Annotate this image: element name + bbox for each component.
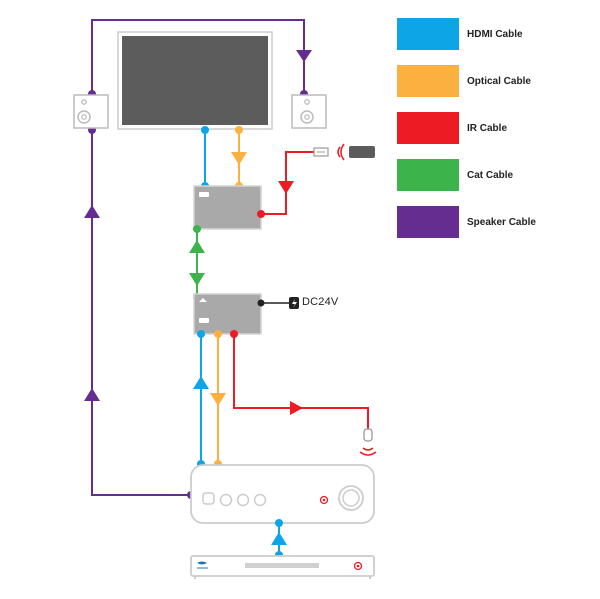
legend-swatch-speaker [397,206,459,238]
hdmi-cable-bluray [271,519,287,559]
legend-swatch-hdmi [397,18,459,50]
speaker-right-icon [291,94,327,129]
power-cable [257,299,289,307]
transmitter-box [193,185,262,230]
legend-item-hdmi: HDMI Cable [397,18,523,50]
av-receiver-icon [190,464,375,524]
ir-cable-top [257,151,314,218]
optical-cable-bottom [210,330,226,468]
tv-icon [117,31,273,130]
bluray-player-icon [190,555,375,579]
legend-label-cat: Cat Cable [467,169,514,181]
receiver-box [193,293,262,335]
power-label: DC24V [302,296,339,308]
legend-label-speaker: Speaker Cable [467,216,536,228]
speaker-cable-arrows [84,50,312,401]
power-supply-icon [289,297,299,309]
legend-item-cat: Cat Cable [397,159,513,191]
legend-item-speaker: Speaker Cable [397,206,536,238]
legend-swatch-optical [397,65,459,97]
optical-cable-top [231,126,247,190]
legend-item-ir: IR Cable [397,112,507,144]
legend-swatch-cat [397,159,459,191]
legend-label-optical: Optical Cable [467,75,531,87]
legend-label-hdmi: HDMI Cable [467,28,523,40]
ir-cable-bottom [230,330,369,430]
legend-label-ir: IR Cable [467,122,508,134]
ir-receiver-icon [359,428,377,456]
speaker-left-icon [73,94,109,129]
legend-item-optical: Optical Cable [397,65,531,97]
hdmi-cable-bottom [193,330,209,468]
cat-cable [189,225,205,301]
legend-swatch-ir [397,112,459,144]
ir-emitter-icon [313,143,375,161]
hdmi-cable-top [201,126,209,190]
